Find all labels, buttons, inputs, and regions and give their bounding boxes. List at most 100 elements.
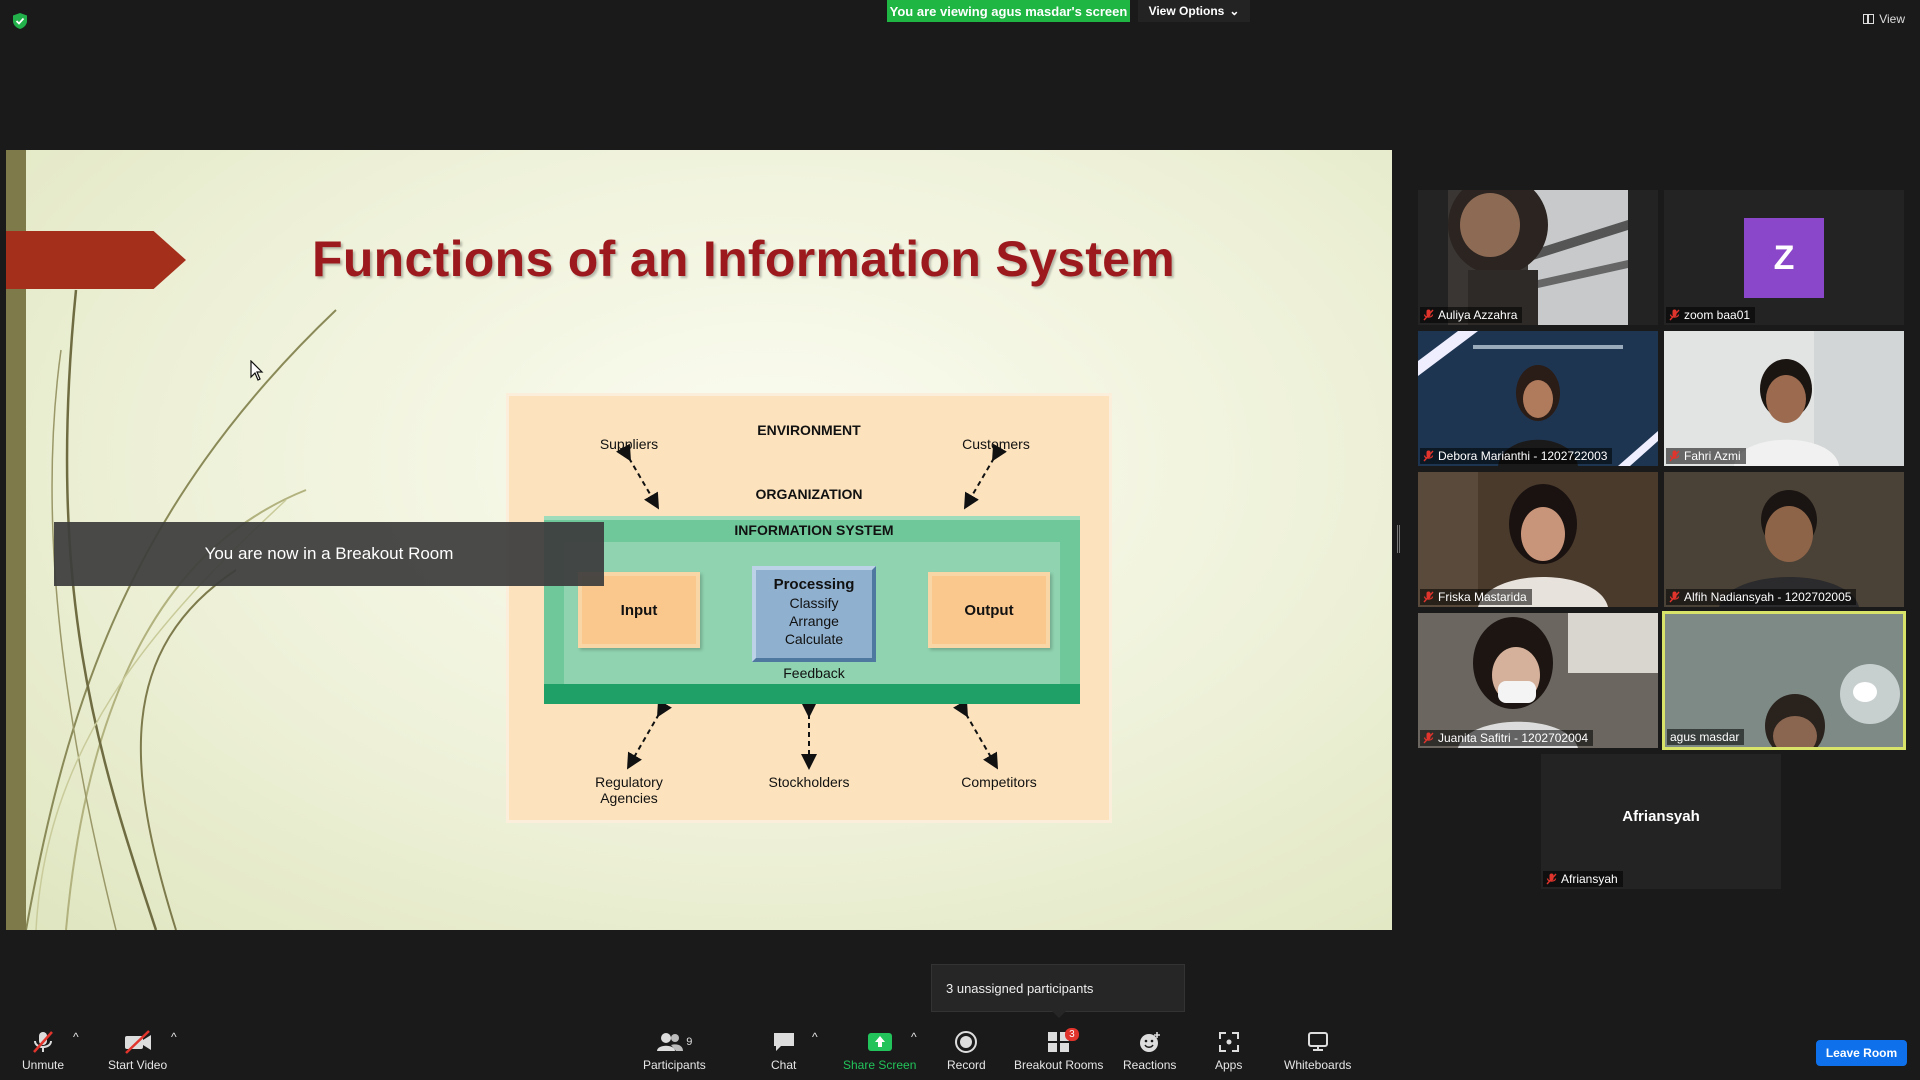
participant-name: Alfih Nadiansyah - 1202702005 [1684, 590, 1852, 604]
label-regulatory-agencies: Regulatory Agencies [595, 774, 663, 806]
view-button[interactable]: View [1863, 12, 1905, 26]
breakout-rooms-button[interactable]: 3 Breakout Rooms [1014, 1028, 1104, 1072]
breakout-rooms-badge: 3 [1065, 1028, 1079, 1041]
participant-big-name: Afriansyah [1622, 808, 1700, 825]
participants-button[interactable]: 9 Participants [643, 1030, 706, 1072]
audio-options-caret[interactable]: ^ [73, 1030, 79, 1044]
label-stockholders: Stockholders [768, 774, 850, 790]
participants-label: Participants [643, 1058, 706, 1072]
chat-label: Chat [771, 1058, 797, 1072]
video-tile-active-speaker[interactable]: agus masdar [1662, 611, 1906, 750]
whiteboards-button[interactable]: Whiteboards [1284, 1030, 1351, 1072]
leave-room-button[interactable]: Leave Room [1816, 1040, 1907, 1066]
chat-bubble-icon [772, 1030, 796, 1054]
security-shield-icon[interactable] [12, 12, 28, 30]
reactions-label: Reactions [1123, 1058, 1177, 1072]
view-options-label: View Options [1148, 4, 1225, 18]
participant-name-tag: zoom baa01 [1666, 307, 1756, 323]
unmute-button[interactable]: Unmute [22, 1030, 64, 1072]
label-competitors: Competitors [961, 774, 1037, 790]
chevron-down-icon: ⌄ [1229, 4, 1240, 18]
participant-name: Auliya Azzahra [1438, 308, 1518, 322]
apps-button[interactable]: Apps [1215, 1030, 1242, 1072]
view-button-label: View [1879, 12, 1905, 26]
participants-count: 9 [686, 1036, 693, 1048]
mic-muted-icon [1423, 732, 1434, 744]
video-tile[interactable]: Alfih Nadiansyah - 1202702005 [1664, 472, 1904, 607]
mic-muted-icon [1546, 873, 1557, 885]
panel-resize-handle[interactable] [1397, 525, 1400, 553]
grid-view-icon [1863, 14, 1875, 24]
video-tile[interactable]: Friska Mastarida [1418, 472, 1658, 607]
whiteboard-icon [1306, 1030, 1330, 1054]
video-feed [1418, 613, 1658, 748]
participant-name-tag: Fahri Azmi [1666, 448, 1746, 464]
label-organization: ORGANIZATION [755, 486, 863, 502]
chat-button[interactable]: Chat [771, 1030, 796, 1072]
unassigned-participants-popup[interactable]: 3 unassigned participants [931, 964, 1185, 1018]
slide-left-bar [6, 150, 26, 930]
slide-red-arrow [6, 231, 186, 289]
start-video-button[interactable]: Start Video [108, 1030, 167, 1072]
chat-options-caret[interactable]: ^ [812, 1030, 818, 1044]
video-feed [1664, 331, 1904, 466]
shared-screen-slide: Functions of an Information System ENVIR… [6, 150, 1392, 930]
participant-name: Fahri Azmi [1684, 449, 1741, 463]
participant-name-tag: Auliya Azzahra [1420, 307, 1523, 323]
share-screen-button[interactable]: Share Screen [843, 1030, 916, 1072]
mouse-cursor-icon [250, 360, 264, 381]
view-options-dropdown[interactable]: View Options ⌄ [1138, 0, 1250, 22]
mic-muted-icon [1423, 591, 1434, 603]
participant-name-tag: Afriansyah [1543, 871, 1623, 887]
breakout-rooms-icon: 3 [1047, 1028, 1079, 1054]
share-screen-icon [867, 1030, 893, 1054]
participant-name-tag: Friska Mastarida [1420, 589, 1532, 605]
microphone-muted-icon [30, 1030, 56, 1054]
video-feed [1418, 472, 1658, 607]
video-feed [1665, 614, 1903, 747]
breakout-room-toast: You are now in a Breakout Room [54, 522, 604, 586]
output-box: Output [928, 572, 1050, 648]
video-tile[interactable]: Auliya Azzahra [1418, 190, 1658, 325]
participant-name-tag: Juanita Safitri - 1202702004 [1420, 730, 1594, 746]
breakout-rooms-label: Breakout Rooms [1014, 1058, 1104, 1072]
participant-name-tag: agus masdar [1667, 729, 1745, 745]
participant-name: Debora Marianthi - 1202722003 [1438, 449, 1608, 463]
participant-name: Afriansyah [1561, 872, 1618, 886]
share-options-caret[interactable]: ^ [911, 1030, 917, 1044]
label-suppliers: Suppliers [599, 436, 659, 452]
information-system-diagram: ENVIRONMENT Suppliers Customers ORGANIZA… [506, 393, 1112, 823]
video-tile[interactable]: Debora Marianthi - 1202722003 [1418, 331, 1658, 466]
apps-icon [1218, 1030, 1240, 1054]
video-tile[interactable]: Fahri Azmi [1664, 331, 1904, 466]
processing-label: Processing [773, 576, 855, 593]
video-tile[interactable]: Afriansyah Afriansyah [1541, 754, 1781, 889]
participants-icon: 9 [656, 1030, 692, 1054]
slide-title: Functions of an Information System [312, 231, 1176, 287]
participant-name: agus masdar [1670, 730, 1740, 744]
reactions-button[interactable]: Reactions [1123, 1030, 1176, 1072]
label-environment: ENVIRONMENT [757, 422, 861, 438]
mic-muted-icon [1669, 450, 1680, 462]
information-system-box: INFORMATION SYSTEM Input Processing Clas… [544, 516, 1080, 704]
mic-muted-icon [1669, 591, 1680, 603]
record-button[interactable]: Record [947, 1030, 986, 1072]
processing-box: Processing Classify Arrange Calculate [752, 566, 876, 662]
arrange-label: Arrange [789, 613, 839, 629]
mic-muted-icon [1423, 450, 1434, 462]
video-tile[interactable]: Juanita Safitri - 1202702004 [1418, 613, 1658, 748]
video-feed [1448, 190, 1628, 325]
participant-name-tag: Debora Marianthi - 1202722003 [1420, 448, 1613, 464]
calculate-label: Calculate [784, 631, 844, 647]
video-off-icon [123, 1030, 153, 1054]
start-video-label: Start Video [108, 1058, 168, 1072]
video-tile[interactable]: Z zoom baa01 [1664, 190, 1904, 325]
mic-muted-icon [1423, 309, 1434, 321]
whiteboards-label: Whiteboards [1284, 1058, 1352, 1072]
video-options-caret[interactable]: ^ [171, 1030, 177, 1044]
viewing-screen-banner: You are viewing agus masdar's screen [887, 0, 1130, 22]
classify-label: Classify [789, 595, 839, 611]
video-feed [1418, 331, 1658, 466]
video-feed [1664, 472, 1904, 607]
participant-name: zoom baa01 [1684, 308, 1751, 322]
